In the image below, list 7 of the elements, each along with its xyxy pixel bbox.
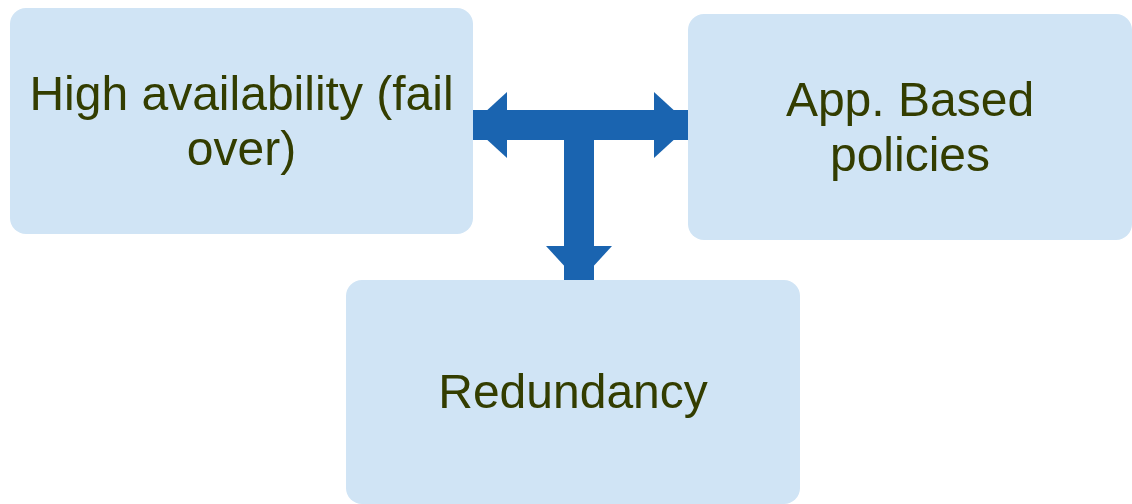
node-label: App. Based policies [784,71,1036,183]
node-label: High availability (fail over) [28,65,455,177]
node-label: Redundancy [438,364,708,420]
process-box [10,8,473,234]
process-box [346,280,800,504]
process-box [688,14,1132,240]
block-arrow [471,92,690,158]
